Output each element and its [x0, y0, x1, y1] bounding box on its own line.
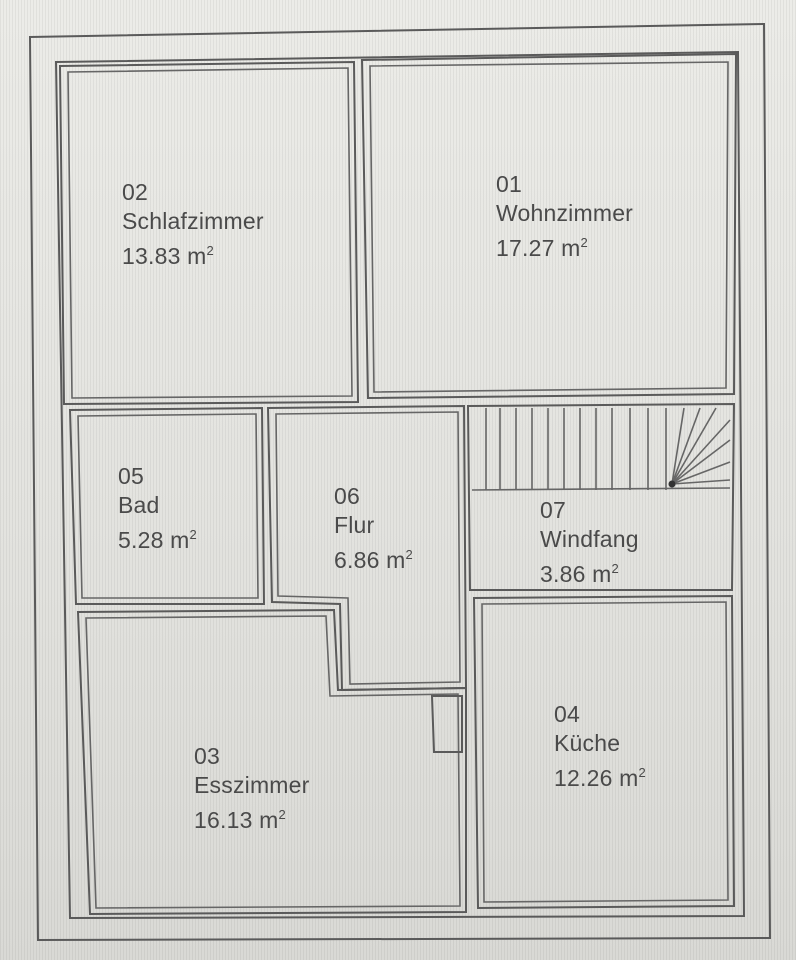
stair-arrow-dot — [668, 480, 676, 488]
room-inner-flur — [275, 411, 461, 685]
room-name: Küche — [554, 730, 621, 756]
room-area: 3.86 m2 — [540, 561, 619, 587]
room-number: 04 — [554, 701, 580, 727]
room-name: Schlafzimmer — [122, 208, 264, 234]
room-label-kueche: 04 Küche 12.26 m2 — [554, 700, 646, 793]
room-inner-kueche — [481, 601, 729, 903]
room-label-windfang: 07 Windfang 3.86 m2 — [540, 496, 639, 589]
room-number: 01 — [496, 171, 522, 197]
room-area: 5.28 m2 — [118, 527, 197, 553]
room-outline-bad — [68, 406, 266, 605]
room-area: 12.26 m2 — [554, 765, 646, 791]
room-number: 05 — [118, 463, 144, 489]
room-name: Wohnzimmer — [496, 200, 634, 226]
room-label-bad: 05 Bad 5.28 m2 — [118, 462, 197, 555]
inner-boundary — [54, 50, 746, 920]
room-outline-wohnzimmer — [360, 52, 738, 400]
stair-treads — [485, 407, 731, 490]
room-inner-wohnzimmer — [369, 61, 729, 393]
room-name: Bad — [118, 492, 160, 518]
room-number: 03 — [194, 743, 220, 769]
outer-frame — [28, 22, 772, 942]
room-outline-kueche — [472, 594, 736, 910]
room-label-wohnzimmer: 01 Wohnzimmer 17.27 m2 — [496, 170, 633, 263]
room-name: Flur — [334, 512, 375, 538]
room-inner-esszimmer — [85, 615, 461, 909]
room-outline-schlafzimmer — [58, 60, 360, 406]
room-area: 16.13 m2 — [194, 807, 286, 833]
room-label-flur: 06 Flur 6.86 m2 — [334, 482, 413, 575]
room-name: Windfang — [540, 526, 639, 552]
room-name: Esszimmer — [194, 772, 310, 798]
shaft-outline — [430, 695, 463, 753]
room-area: 6.86 m2 — [334, 547, 413, 573]
room-label-esszimmer: 03 Esszimmer 16.13 m2 — [194, 742, 310, 835]
room-area: 17.27 m2 — [496, 235, 588, 261]
room-outline-esszimmer — [76, 608, 467, 916]
room-area: 13.83 m2 — [122, 243, 214, 269]
room-inner-bad — [77, 413, 259, 599]
room-number: 02 — [122, 179, 148, 205]
room-number: 07 — [540, 497, 566, 523]
room-outline-windfang — [466, 402, 736, 591]
room-inner-schlafzimmer — [67, 67, 353, 399]
stair-landing-line — [471, 487, 731, 491]
room-label-schlafzimmer: 02 Schlafzimmer 13.83 m2 — [122, 178, 264, 271]
room-number: 06 — [334, 483, 360, 509]
